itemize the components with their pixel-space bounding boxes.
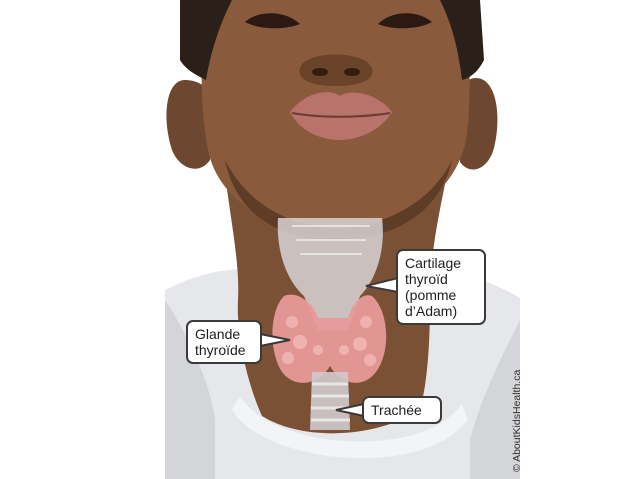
- thyroid-texture: [282, 316, 376, 366]
- label-line: thyroïde: [195, 342, 246, 358]
- shirt-collar: [232, 396, 468, 459]
- thyroid-cartilage-label: Cartilage thyroïd (pomme d’Adam): [396, 249, 486, 325]
- thyroid-gland-label: Glande thyroïde: [186, 320, 262, 364]
- trachea: [310, 372, 350, 430]
- shirt-shade: [165, 300, 215, 479]
- nose: [299, 54, 373, 86]
- label-line: d’Adam): [405, 303, 458, 319]
- shirt-shade-right: [470, 320, 520, 479]
- copyright-credit: © AboutKidsHealth.ca: [511, 369, 523, 472]
- left-ear: [166, 80, 212, 169]
- left-nostril: [312, 68, 328, 76]
- right-eye: [378, 13, 432, 29]
- lip-line: [291, 112, 391, 118]
- hair-right: [440, 0, 484, 80]
- trachea-label: Trachée: [362, 396, 442, 424]
- right-nostril: [344, 68, 360, 76]
- thyroid-gland: [272, 294, 387, 383]
- label-line: Trachée: [371, 402, 422, 418]
- hair-left: [180, 0, 232, 80]
- label-line: Glande: [195, 326, 241, 342]
- cartilage-detail: [292, 225, 370, 255]
- label-line: Cartilage: [405, 255, 462, 271]
- label-line: (pomme: [405, 287, 457, 303]
- label-line: thyroïd: [405, 271, 448, 287]
- left-eye: [245, 13, 300, 29]
